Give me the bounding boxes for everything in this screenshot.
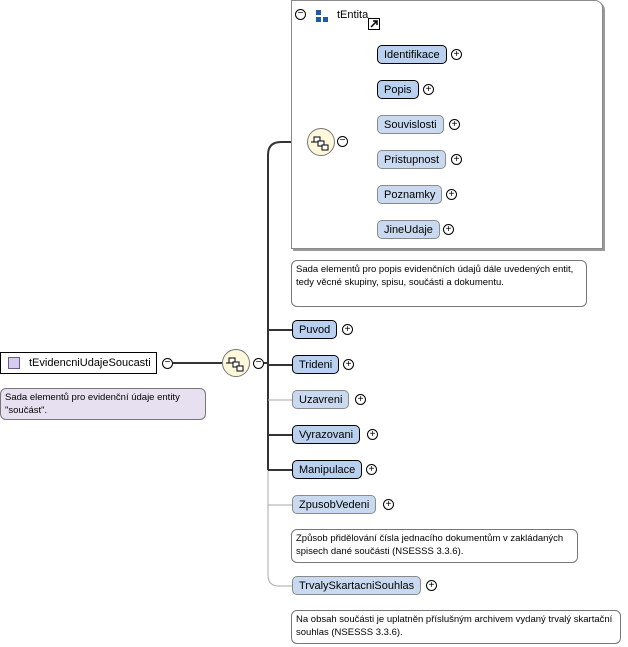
- element-trvalyskartacnisouhlas[interactable]: TrvalySkartacniSouhlas: [292, 576, 422, 595]
- expand-uzavreni-icon[interactable]: +: [355, 394, 366, 405]
- expand-popis-icon[interactable]: +: [423, 84, 434, 95]
- expand-vyrazovani-icon[interactable]: +: [367, 429, 378, 440]
- element-jineudaje[interactable]: JineUdaje: [377, 220, 440, 239]
- group-link-icon[interactable]: [368, 18, 380, 30]
- expand-zpusobvedeni-icon[interactable]: +: [383, 499, 394, 510]
- element-manipulace[interactable]: Manipulace: [292, 460, 363, 479]
- complex-type-icon: [8, 357, 20, 369]
- expand-identifikace-icon[interactable]: +: [451, 49, 462, 60]
- root-element[interactable]: tEvidencniUdajeSoucasti: [0, 352, 157, 374]
- root-annotation: Sada elementů pro evidenční údaje entity…: [0, 388, 206, 420]
- root-element-label: tEvidencniUdajeSoucasti: [29, 357, 151, 369]
- inner-sequence-icon[interactable]: [307, 128, 335, 156]
- expand-jineudaje-icon[interactable]: +: [443, 224, 454, 235]
- element-vyrazovani[interactable]: Vyrazovani: [292, 425, 361, 444]
- collapse-group-icon[interactable]: −: [295, 9, 306, 20]
- element-trideni[interactable]: Trideni: [292, 355, 340, 374]
- zpusobvedeni-annotation: Způsob přidělování čísla jednacího dokum…: [291, 529, 578, 563]
- element-puvod[interactable]: Puvod: [292, 320, 338, 339]
- group-title: tEntita: [337, 9, 369, 21]
- element-identifikace[interactable]: Identifikace: [377, 45, 447, 64]
- collapse-root-icon[interactable]: −: [162, 358, 173, 369]
- trvaly-annotation: Na obsah součásti je uplatněn příslušným…: [291, 610, 621, 644]
- group-tentita: [291, 0, 603, 249]
- collapse-sequence-icon[interactable]: −: [253, 358, 264, 369]
- element-pristupnost[interactable]: Pristupnost: [377, 150, 447, 169]
- collapse-inner-sequence-icon[interactable]: −: [337, 136, 348, 147]
- expand-manipulace-icon[interactable]: +: [366, 464, 377, 475]
- expand-trvaly-icon[interactable]: +: [426, 580, 437, 591]
- element-popis[interactable]: Popis: [377, 80, 419, 99]
- expand-trideni-icon[interactable]: +: [343, 359, 354, 370]
- sequence-compositor-icon[interactable]: [222, 349, 250, 377]
- expand-pristupnost-icon[interactable]: +: [451, 154, 462, 165]
- element-souvislosti[interactable]: Souvislosti: [377, 115, 444, 134]
- expand-poznamky-icon[interactable]: +: [446, 189, 457, 200]
- element-zpusobvedeni[interactable]: ZpusobVedeni: [292, 495, 377, 514]
- element-uzavreni[interactable]: Uzavreni: [292, 390, 350, 409]
- group-type-icon: [315, 9, 329, 23]
- expand-puvod-icon[interactable]: +: [342, 324, 353, 335]
- element-poznamky[interactable]: Poznamky: [377, 185, 443, 204]
- group-annotation: Sada elementů pro popis evidenčních údaj…: [291, 260, 587, 307]
- expand-souvislosti-icon[interactable]: +: [449, 119, 460, 130]
